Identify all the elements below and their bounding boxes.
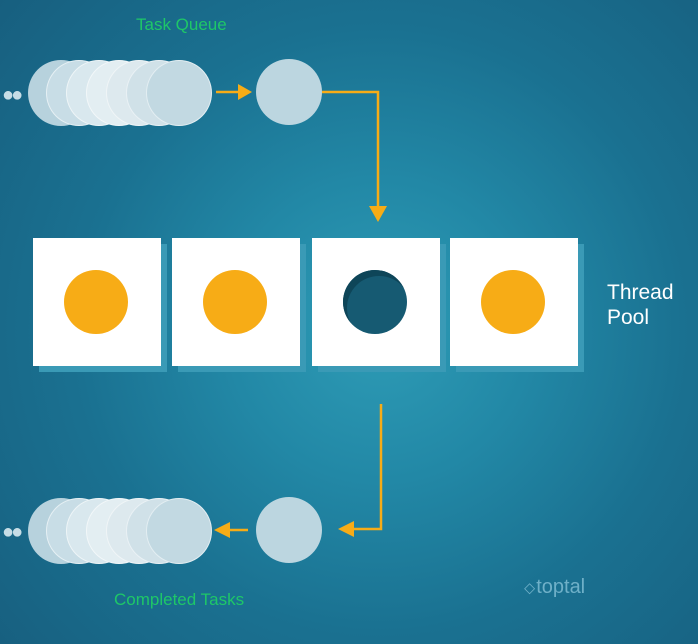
busy-thread-dot [203,270,267,334]
completed-task-circle [256,497,322,563]
idle-thread-dot [343,270,407,334]
brand-name: toptal [536,576,586,598]
task-queue-label: Task Queue [136,15,227,34]
arrow-task-to-pool [322,90,380,210]
task-queue-stack [28,60,212,126]
arrowhead-right [238,84,252,100]
toptal-logo-icon: ⬦ [524,580,536,597]
thread-card [33,238,161,366]
completed-tasks-stack [28,498,212,564]
completed-tasks-label: Completed Tasks [114,590,245,609]
arrowhead-left [338,521,354,537]
thread-card [312,238,440,366]
thread-pool-label-line2: Pool [607,306,650,329]
busy-thread-dot [481,270,545,334]
arrow-pool-to-completed [352,404,383,531]
arrowhead-down [369,206,387,222]
queued-task-circle [146,60,212,126]
queued-task-circle [146,498,212,564]
next-task-circle [256,59,322,125]
busy-thread-dot [64,270,128,334]
thread-card [172,238,300,366]
brand-logo: ⬦toptal [524,576,585,599]
thread-card [450,238,578,366]
arrowhead-left [214,522,230,538]
thread-pool-label: Thread Pool [607,280,674,330]
thread-pool-label-line1: Thread [607,281,674,304]
